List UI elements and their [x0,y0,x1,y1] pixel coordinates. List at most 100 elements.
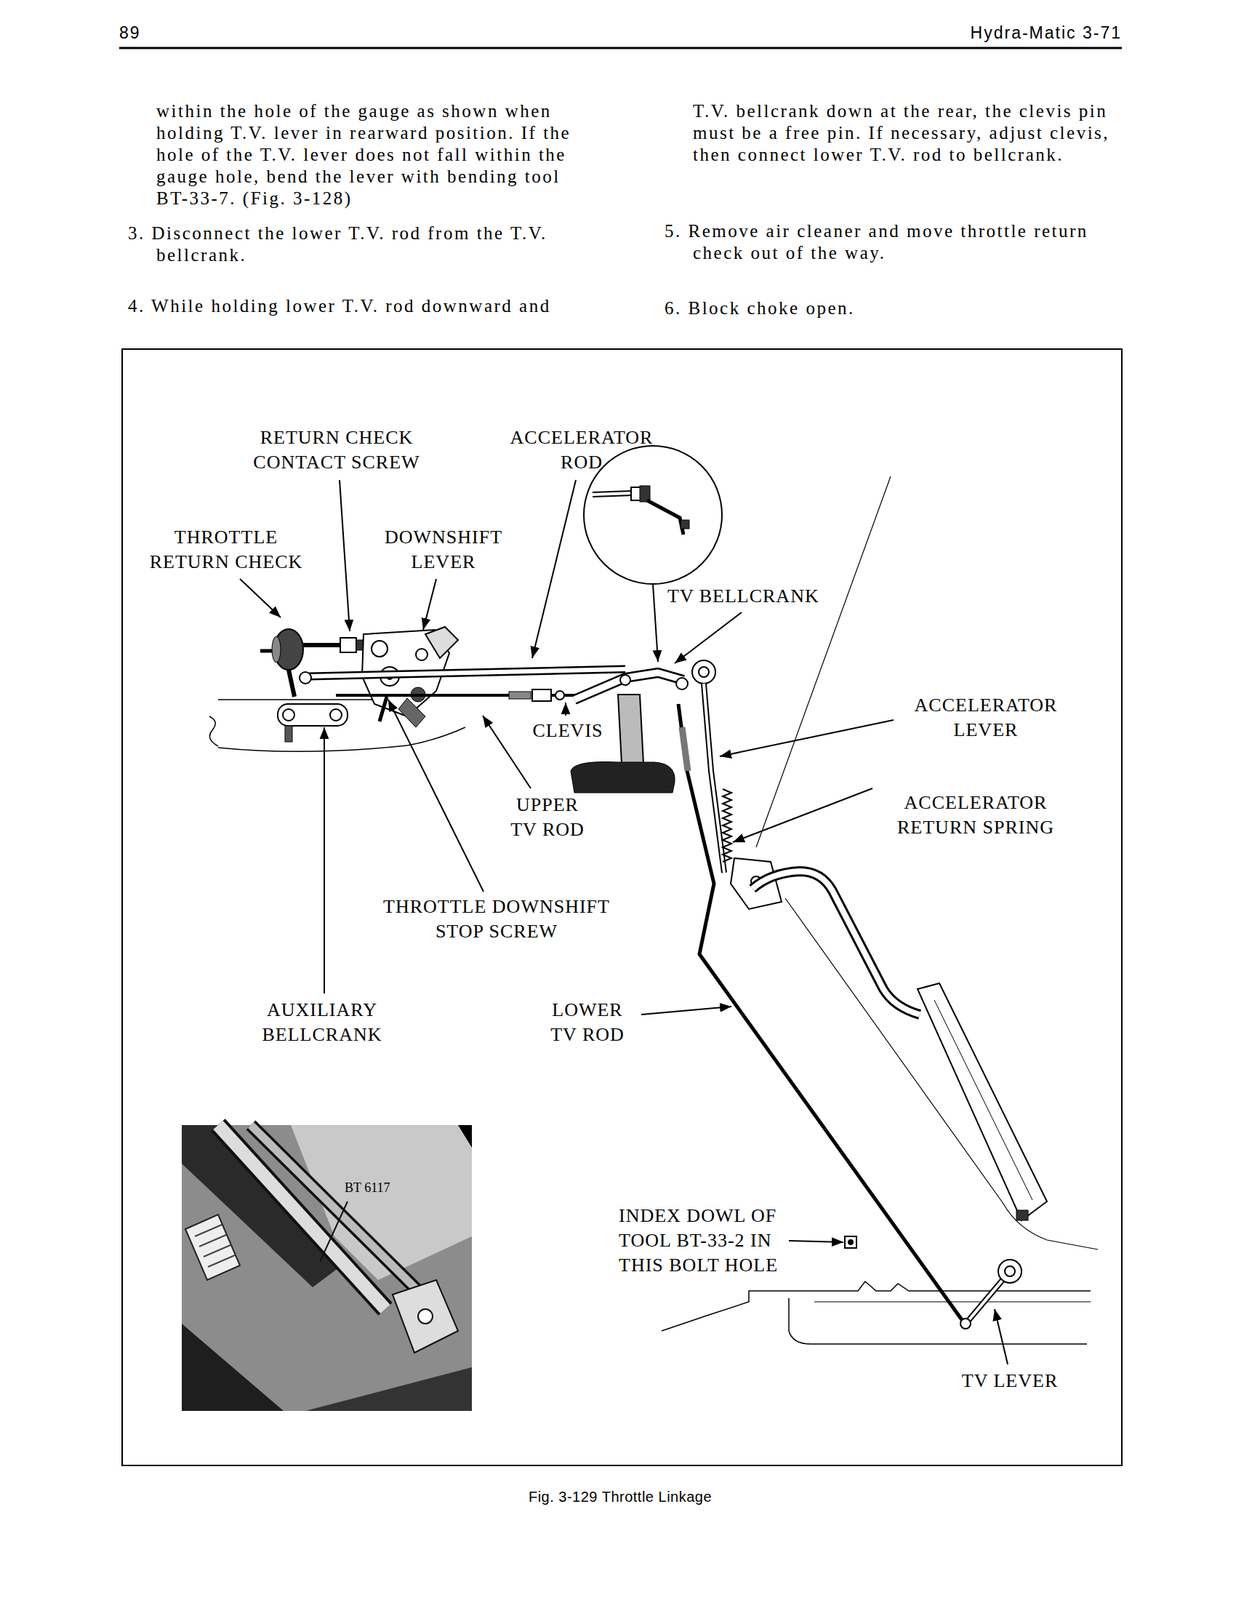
photo-pin [418,1308,433,1324]
photo-inset: BT 6117 [181,1124,472,1411]
nut [340,637,357,653]
clevis-pin [555,690,565,700]
leader-line [994,1308,1008,1364]
pivot [620,674,631,685]
leader-line [674,612,742,664]
photo-clevis [392,1279,459,1353]
rod-end [299,671,312,684]
cable-inner [752,871,920,1015]
part-label: ACCELERATOR ROD [498,425,666,475]
running-head: Hydra-Matic 3-71 [970,23,1122,43]
transmission-outline [814,1301,1091,1303]
pivot [371,640,388,657]
page-number: 89 [119,23,142,43]
transmission-outline [788,1297,1087,1344]
dashpot-bracket [288,669,295,697]
stop-lever [398,697,426,728]
pivot [330,708,342,721]
downshift-lever [425,626,459,658]
leader-line [482,715,531,789]
photo-leader [319,1201,348,1262]
pedal [570,761,675,794]
part-label: AUXILIARY BELLCRANK [249,997,395,1047]
leader-line [239,578,281,618]
transmission-outline [661,1281,1091,1331]
index-dowel [844,1236,857,1248]
detail-arm [647,500,684,535]
leader-line [652,583,658,662]
pivot [415,648,428,661]
auxiliary-bellcrank [277,703,348,726]
break-line [209,716,219,746]
part-label: TV LEVER [961,1368,1058,1394]
photo-rod [250,1124,422,1295]
pivot [282,708,295,721]
leader-line [532,479,576,658]
step-text: 6. Block choke open. [664,297,1130,320]
leader-line [788,1240,844,1242]
body-text: within the hole of the gauge as shown wh… [156,100,593,210]
bolt [285,725,293,742]
leader-line [564,702,567,716]
pivot [676,677,688,690]
part-label: ACCELERATOR RETURN SPRING [888,790,1063,840]
leader-line [323,727,325,994]
thread [681,727,688,771]
rod-end [960,1318,971,1329]
part-label: RETURN CHECK CONTACT SCREW [231,425,443,475]
header-rule [119,47,1122,50]
part-label: THROTTLE RETURN CHECK [141,524,312,575]
part-label: TV BELLCRANK [667,583,820,609]
upper-tv-rod [335,693,528,697]
accelerator-lever-inner [703,683,725,873]
detail-rod [592,492,633,495]
tool-number: BT 6117 [343,1179,392,1196]
tv-lever-center [1004,1265,1015,1276]
detail-rod-inner [592,492,633,495]
clevis [532,689,552,701]
cable [752,871,920,1015]
firewall-line [756,476,891,848]
part-label: ACCELERATOR LEVER [902,692,1070,743]
return-spring [722,788,732,862]
part-label: UPPER TV ROD [505,792,590,842]
leader-line [732,788,873,842]
leader-line [423,578,437,630]
stop-screw [379,696,387,722]
detail-circle [583,445,722,584]
dowel-pin [847,1238,854,1245]
tv-lever-hub [998,1259,1022,1283]
photo-rod [218,1124,386,1309]
figure-frame [122,348,1122,1466]
engine-edge [218,727,466,752]
dashpot-cap [271,636,281,663]
body-text: T.V. bellcrank down at the rear, the cle… [692,100,1130,166]
accelerator-pivot [692,660,716,684]
photo-ground [181,1124,472,1411]
accelerator-pivot-center [698,666,709,677]
photo-shadow [181,1124,342,1287]
leader-lines [239,479,1008,1364]
photo-rod [250,1124,422,1295]
step-text: 5. Remove air cleaner and move throttle … [664,220,1130,264]
instruction-label: INDEX DOWL OF TOOL BT-33-2 IN THIS BOLT … [618,1203,794,1278]
return-check-rod [303,642,342,648]
leader-line [719,719,894,757]
photo-rod [218,1124,386,1309]
step-text: 4. While holding lower T.V. rod downward… [127,295,593,317]
toe-panel [917,982,1047,1221]
figure-caption: Fig. 3-129 Throttle Linkage [528,1488,712,1506]
photo-bolt-thread [194,1224,235,1267]
photo-corner [458,1124,472,1148]
clip [1016,1209,1029,1221]
detail-bolt [680,519,690,529]
pedal-shaft [618,694,644,764]
leader-line [339,479,350,632]
accelerator-lever [703,683,725,873]
accelerator-rod [309,668,626,677]
part-label: DOWNSHIFT LEVER [370,524,517,575]
leader-line [388,699,484,892]
panel-edge [934,999,1033,1200]
thread [508,691,531,699]
